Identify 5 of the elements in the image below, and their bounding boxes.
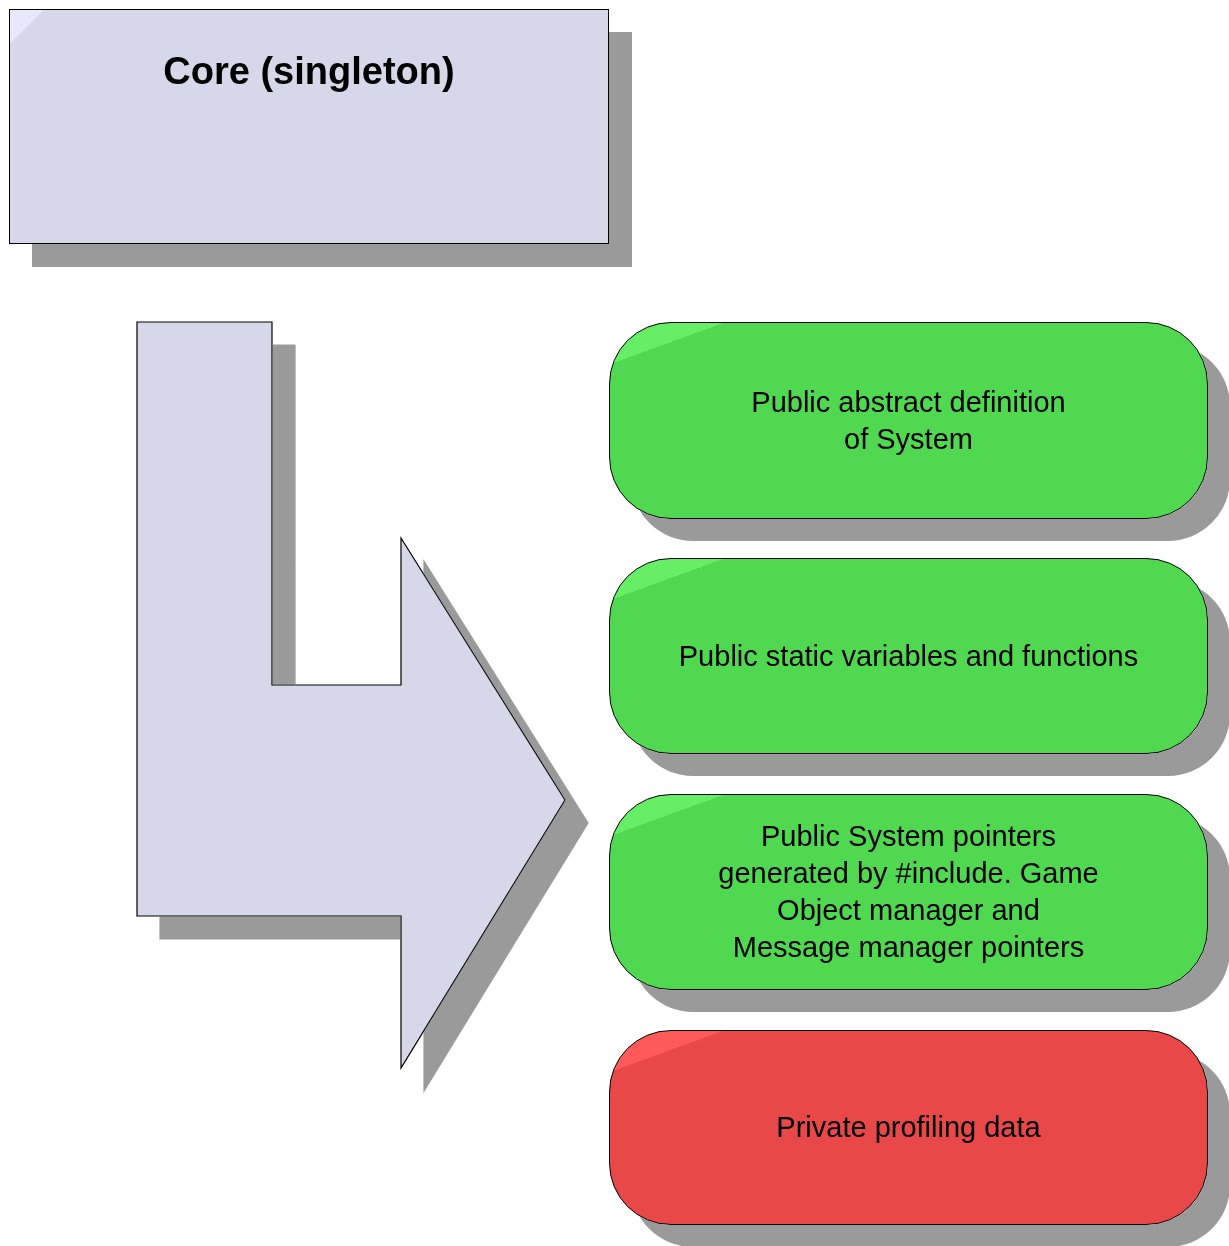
box-title: Core (singleton) xyxy=(163,50,455,93)
box-label: Public System pointers generated by #include. Game Object manager and Message manager pointers xyxy=(717,819,1100,965)
box-label: Public abstract definition of System xyxy=(750,384,1067,457)
box-label: Public static variables and functions xyxy=(678,638,1139,674)
box-label: Private profiling data xyxy=(776,1110,1041,1145)
